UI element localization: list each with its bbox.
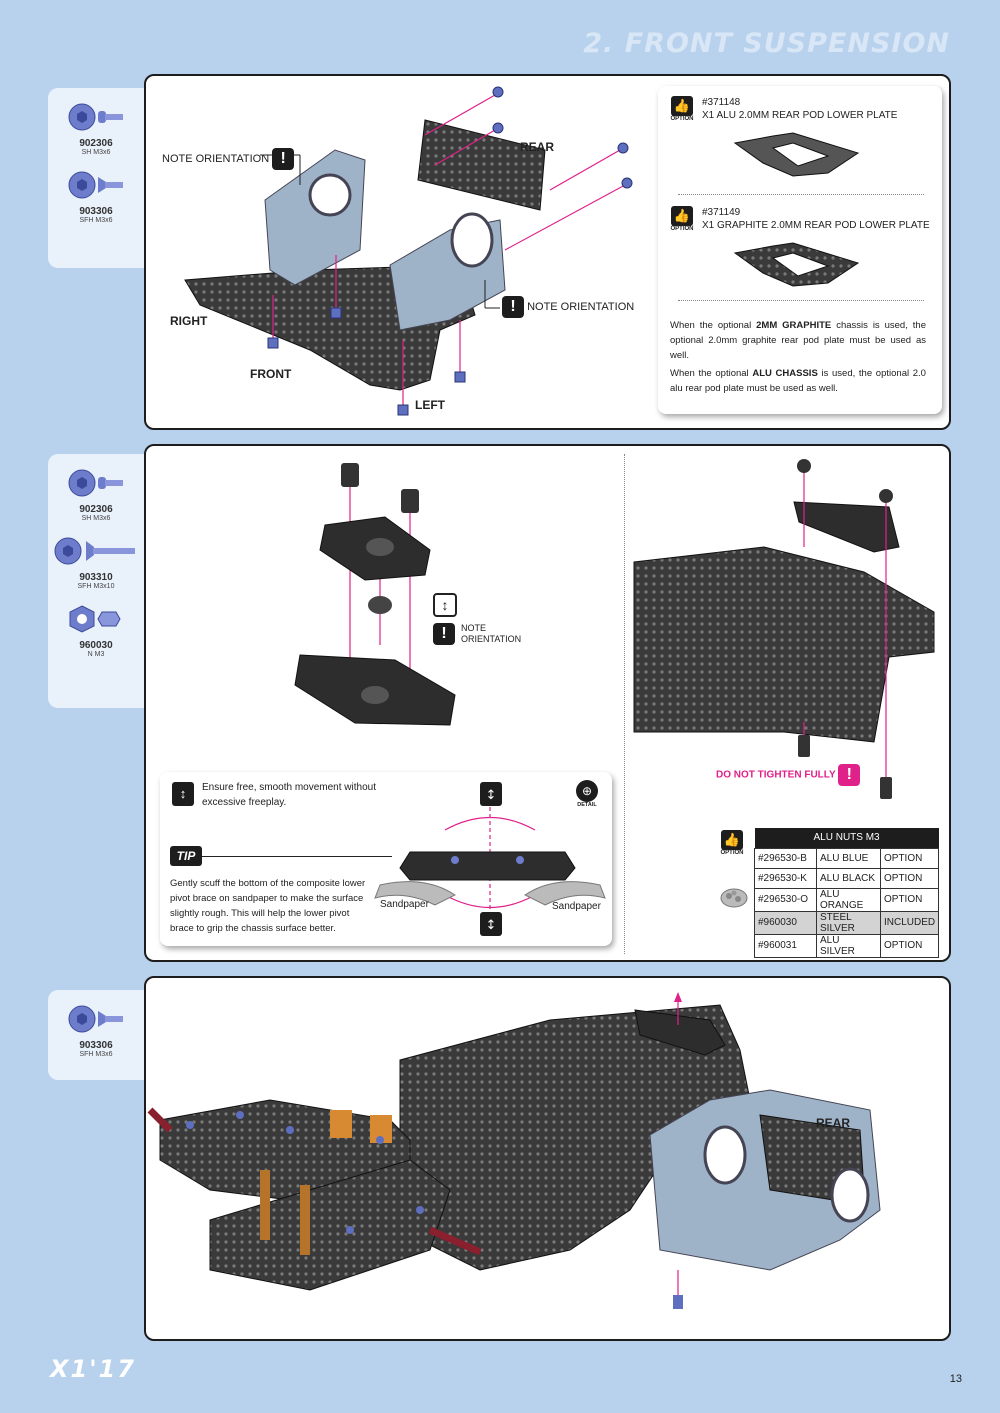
table-title: ALU NUTS M3 — [754, 828, 939, 848]
rear-label: REAR — [816, 1116, 851, 1130]
tip-leader-line — [202, 856, 392, 857]
graphite-plate-illustration — [733, 242, 860, 287]
sandpaper-detail-illustration: ↕ ↕ — [374, 782, 606, 936]
part-desc: SFH M3x10 — [77, 583, 115, 590]
part-number: 902306 — [79, 504, 113, 515]
alu-note: When the optional ALU CHASSIS is used, t… — [670, 368, 926, 394]
warning-icon: ! — [272, 148, 295, 170]
note-orientation-label: NOTE ORIENTATION ! — [162, 148, 295, 170]
part-desc: SFH M3x6 — [79, 217, 113, 224]
parts-tab-step1: 902306 SH M3x6 903306 SFH M3x6 — [48, 88, 144, 268]
part-item: 960030 N M3 — [48, 602, 144, 658]
tip-card: ↕ Ensure free, smooth movement without e… — [160, 772, 612, 946]
warning-icon: ! — [433, 623, 455, 645]
option-icon: 👍 OPTION — [670, 206, 694, 232]
option-item: #371149 X1 GRAPHITE 2.0MM REAR POD LOWER… — [702, 207, 930, 231]
divider — [678, 194, 924, 195]
pivot-brace-exploded-illustration — [294, 463, 456, 726]
part-number: 902306 — [79, 138, 113, 149]
option-icon: 👍 OPTION — [670, 96, 694, 122]
option-card: 👍 OPTION #371148 X1 ALU 2.0MM REAR POD L… — [658, 86, 942, 414]
part-item: 902306 SH M3x6 — [48, 466, 144, 522]
thumbs-up-icon: 👍 — [671, 206, 693, 226]
part-number: 960030 — [79, 640, 113, 651]
vertical-arrow-icon: ↕ — [172, 782, 194, 806]
full-chassis-assembly-illustration — [147, 992, 881, 1309]
option-item: #371148 X1 ALU 2.0MM REAR POD LOWER PLAT… — [702, 97, 898, 121]
thumbs-up-icon: 👍 — [671, 96, 693, 116]
option-icon: 👍 OPTION — [720, 830, 744, 856]
part-desc: SFH M3x6 — [79, 1051, 113, 1058]
part-desc: N M3 — [87, 651, 105, 658]
part-number: 903306 — [79, 1040, 113, 1051]
svg-text:↕: ↕ — [486, 918, 497, 933]
part-desc: SH M3x6 — [81, 149, 111, 156]
screw-icon — [68, 103, 123, 131]
page-title: 2. FRONT SUSPENSION — [583, 28, 950, 59]
tip-text: Gently scuff the bottom of the composite… — [170, 878, 366, 934]
panel-divider — [624, 454, 625, 954]
warning-icon: ! — [502, 296, 524, 318]
note-orientation-label: ! NOTE ORIENTATION — [502, 296, 634, 318]
tip-badge: TIP — [170, 846, 202, 866]
table-row: #296530-K ALU BLACK OPTION — [754, 867, 940, 889]
chassis-brace-illustration — [633, 459, 935, 799]
ensure-text: Ensure free, smooth movement without exc… — [202, 782, 376, 808]
rear-pod-exploded-illustration — [184, 86, 633, 416]
screw-icon — [68, 1005, 123, 1033]
brand-logo: X1'17 — [50, 1355, 136, 1383]
part-item: 902306 SH M3x6 — [48, 100, 144, 156]
front-label: FRONT — [250, 367, 292, 381]
svg-text:↕: ↕ — [486, 788, 497, 803]
alu-nuts-table: ALU NUTS M3 #296530-B ALU BLUE OPTION #2… — [754, 828, 940, 958]
sandpaper-label-right: Sandpaper — [552, 901, 601, 912]
detail-icon: ⊕ DETAIL — [574, 780, 600, 808]
vertical-arrow-icon: ↕ — [433, 593, 457, 617]
nut-icon — [69, 605, 121, 633]
sandpaper-label-left: Sandpaper — [380, 899, 429, 910]
rear-label: REAR — [520, 140, 555, 154]
table-row: #296530-B ALU BLUE OPTION — [754, 847, 940, 869]
do-not-tighten-label: DO NOT TIGHTEN FULLY ! — [716, 764, 861, 786]
table-row: #960031 ALU SILVER OPTION — [754, 933, 940, 958]
parts-tab-step3: 903306 SFH M3x6 — [48, 990, 144, 1080]
thumbs-up-icon: 👍 — [721, 830, 743, 850]
nuts-pile-icon — [720, 888, 748, 908]
part-item: 903306 SFH M3x6 — [48, 168, 144, 224]
table-row: #960030 STEEL SILVER INCLUDED — [754, 910, 940, 935]
warning-icon: ! — [838, 764, 861, 786]
table-row: #296530-O ALU ORANGE OPTION — [754, 887, 940, 912]
screw-icon — [54, 537, 135, 565]
left-label: LEFT — [415, 398, 445, 412]
right-label: RIGHT — [170, 314, 208, 328]
part-item: 903310 SFH M3x10 — [48, 534, 144, 590]
part-desc: SH M3x6 — [81, 515, 111, 522]
page-number: 13 — [949, 1373, 962, 1385]
part-number: 903310 — [79, 572, 113, 583]
divider — [678, 300, 924, 301]
screw-icon — [68, 171, 123, 199]
part-number: 903306 — [79, 206, 113, 217]
alu-plate-illustration — [733, 132, 860, 177]
graphite-note: When the optional 2MM GRAPHITE chassis i… — [670, 320, 926, 361]
screw-icon — [68, 469, 123, 497]
parts-tab-step2: 902306 SH M3x6 903310 SFH M3x10 960030 N… — [48, 454, 144, 708]
part-item: 903306 SFH M3x6 — [48, 1002, 144, 1058]
